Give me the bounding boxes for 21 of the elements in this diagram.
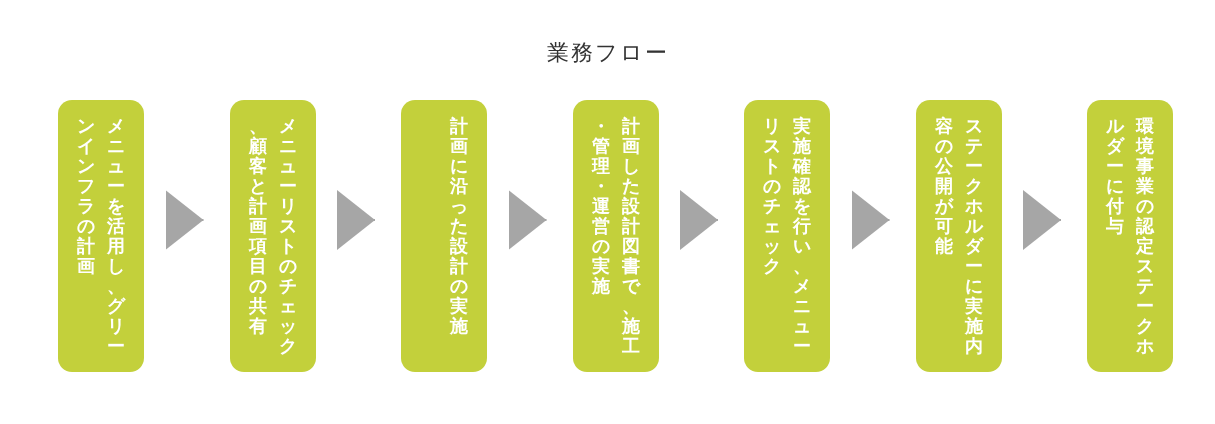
process-box <box>401 100 487 372</box>
process-box <box>1087 100 1173 372</box>
process-box <box>744 100 830 372</box>
process-box <box>229 100 316 372</box>
diagram-title: 業務フロー <box>546 39 669 67</box>
arrow <box>165 190 205 250</box>
arrow <box>337 190 376 250</box>
arrow <box>508 190 548 250</box>
arrow <box>1023 190 1062 250</box>
step-text: 計画に沿った設計の実施 <box>449 116 469 338</box>
step-text: 実施確認を行い、メニューリストのチェック <box>762 116 813 356</box>
step-text: ステークホルダーに実施内容の公開が可能 <box>933 116 985 356</box>
process-box <box>58 100 144 372</box>
step-text: メニューリストのチェック、顧客と計画項目の共有 <box>247 116 298 356</box>
step-text: 計画した設計図書で、施工・管理・運営の実施 <box>590 116 642 356</box>
step-text: 環境事業の認定ステークホルダーに付与 <box>1104 116 1156 356</box>
process-box <box>572 100 659 372</box>
arrow <box>851 190 891 250</box>
process-box <box>915 100 1002 372</box>
arrow <box>680 190 719 250</box>
step-text: メニューを活用し、グリーンインフラの計画 <box>76 116 127 356</box>
